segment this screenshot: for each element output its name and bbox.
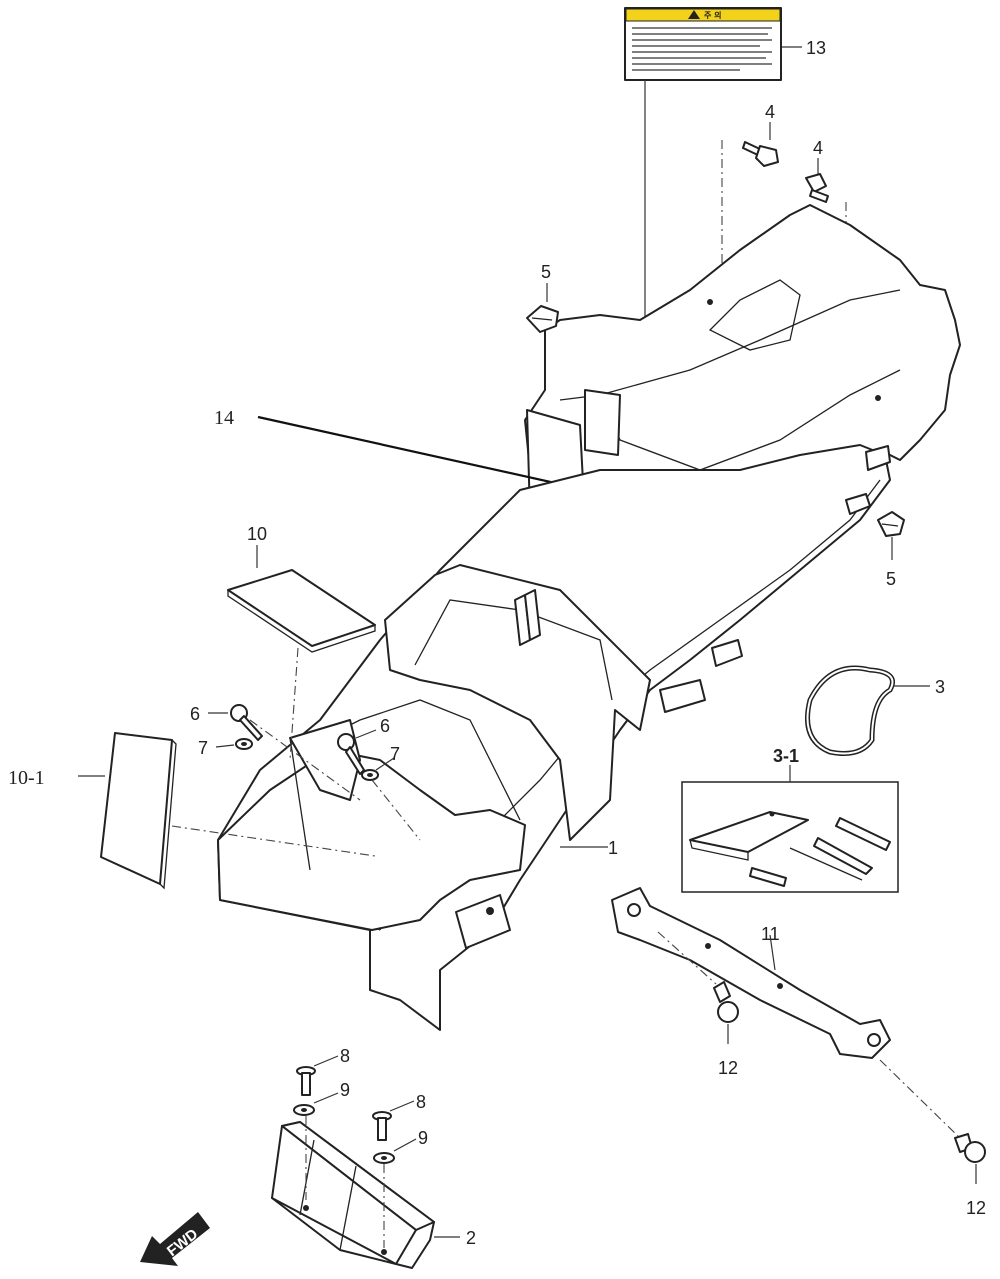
bolt-6-left[interactable] [208,704,263,741]
bolt-12-left[interactable] [713,981,739,1023]
warning-label-header: 주 의 [704,10,722,20]
callout-3: 3 [935,677,945,697]
callout-5-upper: 5 [541,262,551,282]
callout-4-left: 4 [765,102,775,122]
bolt-4-right[interactable] [805,158,829,203]
warning-label-sticker[interactable]: 주 의 [624,7,782,81]
callout-14: 14 [214,407,234,429]
callout-6-left: 6 [190,704,200,724]
bolt-8-left[interactable] [296,1055,339,1096]
pad-10[interactable] [227,569,376,653]
callout-8-right: 8 [416,1092,426,1112]
callout-2: 2 [466,1228,476,1248]
callout-4-right: 4 [813,138,823,158]
inner-compartment[interactable] [384,564,651,841]
bolt-4-left[interactable] [742,122,779,167]
callout-13: 13 [806,38,826,58]
callout-9-right: 9 [418,1128,428,1148]
warning-label-body-lines [632,27,772,71]
callout-7-right: 7 [390,744,400,764]
callout-6-right: 6 [380,716,390,736]
stay-bar-11[interactable] [611,887,891,1059]
rubber-band-3[interactable] [805,665,895,756]
washer-7-right[interactable] [361,757,395,781]
lower-plate-2[interactable] [271,1121,435,1269]
forward-direction-arrow: FWD [140,1212,210,1266]
callout-5-lower: 5 [886,569,896,589]
callout-12-right: 12 [966,1198,986,1218]
warning-triangle-icon [688,10,700,19]
pad-10-1[interactable] [100,732,177,890]
callout-8-left: 8 [340,1046,350,1066]
washer-9-right[interactable] [373,1138,417,1164]
callout-9-left: 9 [340,1080,350,1100]
bolt-8-right[interactable] [372,1100,415,1141]
callout-1: 1 [608,838,618,858]
clip-nut-5-upper[interactable] [526,283,559,333]
callout-11: 11 [761,924,780,944]
washer-9-left[interactable] [293,1092,339,1116]
washer-7-left[interactable] [215,738,253,750]
callout-12-left: 12 [718,1058,738,1078]
bolt-12-right[interactable] [954,1133,986,1163]
callout-3-1: 3-1 [773,746,799,766]
bolt-6-right[interactable] [337,729,377,775]
callout-10: 10 [247,524,267,544]
callout-10-1: 10-1 [8,767,45,789]
callout-7-left: 7 [198,738,208,758]
tool-kit-3-1[interactable] [681,781,899,893]
clip-nut-5-lower[interactable] [877,511,905,560]
